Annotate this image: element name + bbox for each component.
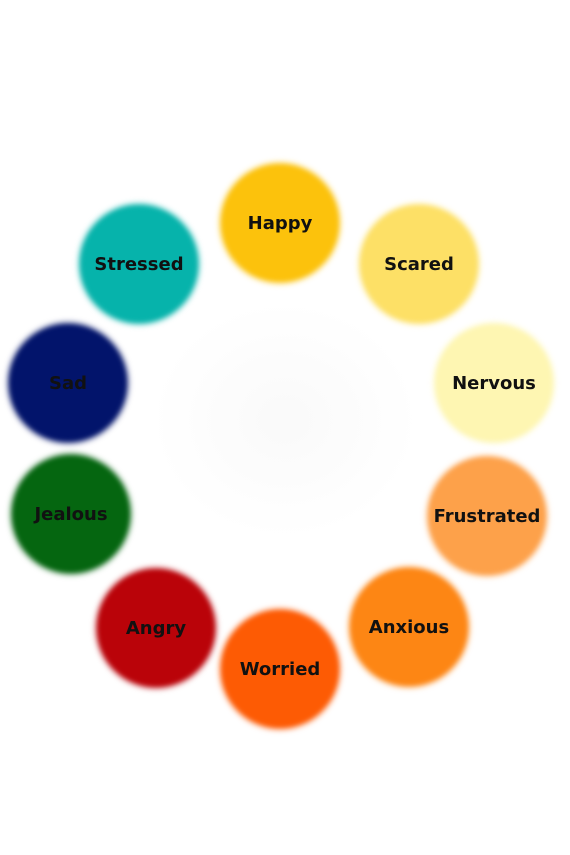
emotion-worried-circle [222,611,338,727]
emotion-nervous-label: Nervous [452,372,536,394]
emotion-worried-label: Worried [239,658,321,680]
emotion-angry: Angry [98,570,214,686]
emotion-stressed: Stressed [81,206,197,322]
emotion-happy-circle [222,165,338,281]
emotion-frustrated-circle [429,458,545,574]
emotion-sad-circle [10,325,126,441]
emotion-anxious-circle [351,569,467,685]
emotion-scared: Scared [361,206,477,322]
emotion-frustrated: Frustrated [429,458,545,574]
emotion-anxious-label: Anxious [368,616,450,638]
emotion-angry-label: Angry [125,617,187,639]
emotion-angry-circle [98,570,214,686]
emotion-jealous-label: Jealous [34,503,108,525]
emotion-jealous: Jealous [13,456,129,572]
emotion-nervous-circle [436,325,552,441]
emotion-anxious: Anxious [351,569,467,685]
emotion-jealous-circle [13,456,129,572]
emotion-worried: Worried [222,611,338,727]
wheel-center [150,300,420,540]
emotion-frustrated-label: Frustrated [433,505,541,527]
emotion-nervous: Nervous [436,325,552,441]
emotion-happy: Happy [222,165,338,281]
emotion-happy-label: Happy [247,212,313,234]
emotion-scared-label: Scared [384,253,454,275]
emotion-sad-label: Sad [49,372,87,394]
emotion-stressed-circle [81,206,197,322]
emotion-scared-circle [361,206,477,322]
emotion-sad: Sad [10,325,126,441]
emotion-stressed-label: Stressed [94,253,184,275]
